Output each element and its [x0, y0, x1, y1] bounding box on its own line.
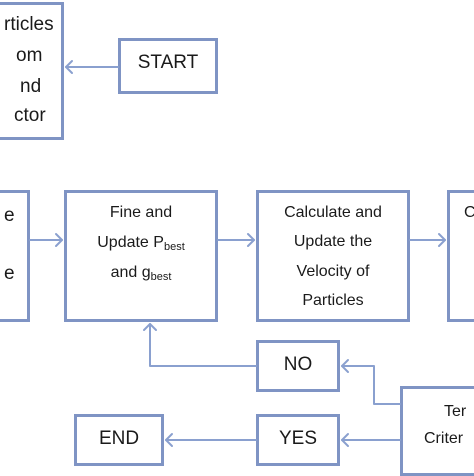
arrow-fine-to-velocity	[217, 233, 255, 247]
init-line-2: om	[16, 45, 43, 66]
yes-box	[256, 414, 340, 466]
arrow-left-to-fine	[29, 233, 63, 247]
calc-velocity-line-4: Particles	[302, 292, 364, 309]
calc-velocity-box	[256, 190, 410, 322]
calc-velocity-line-2: Update the	[293, 233, 373, 250]
arrow-termination-to-yes	[341, 433, 401, 447]
calc-velocity-line-1: Calculate and	[284, 204, 382, 221]
end-box	[74, 414, 164, 466]
fine-update-line-2-text: Update P	[97, 234, 164, 251]
init-line-4: ctor	[14, 105, 46, 126]
yes-label: YES	[278, 428, 318, 449]
fine-update-line-3-sub: best	[150, 271, 172, 283]
termination-line-1: Ter	[444, 403, 467, 420]
fine-update-line-3: and gbest	[64, 264, 218, 283]
arrow-no-to-fine	[143, 323, 257, 367]
fine-update-line-2-sub: best	[163, 241, 185, 253]
init-line-1: rticles	[4, 14, 54, 35]
fine-update-line-1: Fine and	[109, 204, 173, 221]
termination-box	[400, 386, 474, 476]
start-box	[118, 38, 218, 94]
arrow-termination-to-no	[341, 359, 401, 405]
termination-line-2: Criter	[424, 430, 464, 447]
arrow-start-to-init	[65, 60, 119, 74]
left-mid-box	[0, 190, 30, 322]
init-line-3: nd	[20, 76, 42, 97]
fine-update-line-3-text: and g	[110, 264, 151, 281]
right-mid-box	[447, 190, 474, 322]
right-mid-line-1: C	[464, 204, 474, 221]
end-label: END	[98, 428, 140, 449]
arrow-velocity-to-right	[409, 233, 446, 247]
no-box	[256, 340, 340, 392]
arrow-yes-to-end	[165, 433, 257, 447]
start-label: START	[137, 52, 199, 73]
fine-update-line-2: Update Pbest	[64, 234, 218, 253]
left-mid-line-2: e	[4, 263, 15, 284]
no-label: NO	[283, 354, 313, 375]
init-box	[0, 2, 64, 140]
left-mid-line-1: e	[4, 205, 15, 226]
calc-velocity-line-3: Velocity of	[296, 263, 370, 280]
fine-update-box	[64, 190, 218, 322]
